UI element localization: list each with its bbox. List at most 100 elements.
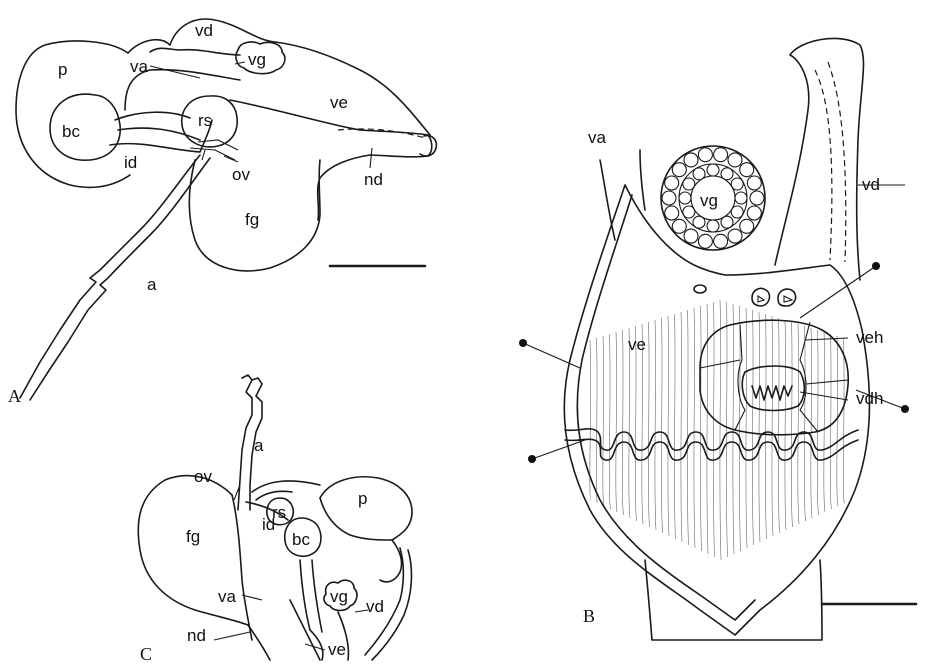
vg-cell <box>693 168 705 180</box>
c-fg-inner <box>232 495 252 640</box>
vg-cell <box>714 234 728 248</box>
striation-line <box>798 324 799 524</box>
vg-cell <box>735 192 747 204</box>
b-vdh <box>742 366 804 411</box>
vg-cell <box>665 206 679 220</box>
c-label-fg: fg <box>186 527 200 546</box>
b-label-va: va <box>588 128 607 147</box>
vg-cell <box>728 229 742 243</box>
vg-cell <box>740 219 754 233</box>
b-veh <box>700 320 848 435</box>
vg-cell <box>721 216 733 228</box>
panel-a: p vd vg va bc rs ve id ov nd fg a A <box>8 19 436 406</box>
c-duct-top <box>252 481 320 500</box>
a-label-id: id <box>124 153 137 172</box>
striation-line <box>726 302 727 557</box>
b-label-ve: ve <box>628 335 646 354</box>
c-label-bc: bc <box>292 530 310 549</box>
vg-cell <box>728 153 742 167</box>
a-label-bc: bc <box>62 122 80 141</box>
vg-cell <box>672 163 686 177</box>
panel-b: va vg vd ve veh vdh B <box>519 38 916 640</box>
striation-line <box>681 312 682 542</box>
c-label-vd: vd <box>366 597 384 616</box>
c-label-a: a <box>254 436 264 455</box>
a-label-ve: ve <box>330 93 348 112</box>
vg-cell <box>683 206 695 218</box>
vg-cell <box>679 192 691 204</box>
striation-line <box>739 306 740 551</box>
vg-cell <box>662 191 676 205</box>
striation-line <box>746 308 747 548</box>
c-label-va: va <box>218 587 237 606</box>
b-top-opening-marks <box>758 296 792 302</box>
vg-cell <box>747 206 761 220</box>
vg-cell <box>707 164 719 176</box>
c-label-nd: nd <box>187 626 206 645</box>
a-label-a: a <box>147 275 157 294</box>
a-bc-sac <box>50 94 120 160</box>
vg-cell <box>684 229 698 243</box>
striation-line <box>674 314 675 539</box>
c-va-duct <box>300 560 322 632</box>
b-vdh-teeth <box>752 386 792 400</box>
striation-line <box>765 314 766 539</box>
a-vd-duct <box>150 48 240 55</box>
a-label-va: va <box>130 57 149 76</box>
striation-line <box>668 316 669 536</box>
a-nd-leader <box>370 148 372 168</box>
panel-b-letter: B <box>583 606 595 626</box>
a-label-ov: ov <box>232 165 250 184</box>
b-base <box>645 560 822 640</box>
striation-line <box>837 336 838 506</box>
vg-cell <box>750 191 764 205</box>
b-label-vd: vd <box>862 175 880 194</box>
striation-line <box>635 326 636 521</box>
a-label-rs: rs <box>198 111 212 130</box>
striation-line <box>830 334 831 509</box>
a-albumen-duct-2 <box>30 158 210 400</box>
striation-line <box>629 328 630 518</box>
c-penis-lower <box>320 498 392 540</box>
striation-line <box>609 334 610 509</box>
striation-line <box>778 318 779 533</box>
b-ve-inner <box>577 195 755 620</box>
vg-cell <box>684 153 698 167</box>
vg-cell <box>698 234 712 248</box>
striation-line <box>804 326 805 521</box>
b-vd-tube <box>775 38 863 280</box>
b-vd-dash-1 <box>815 70 832 260</box>
striation-line <box>752 310 753 545</box>
striation-line <box>759 312 760 542</box>
c-label-ve: ve <box>328 640 346 659</box>
striation-line <box>713 302 714 557</box>
striation-line <box>694 308 695 548</box>
c-label-vg: vg <box>330 587 348 606</box>
striation-line <box>700 306 701 551</box>
striation-line <box>661 318 662 533</box>
a-label-nd: nd <box>364 170 383 189</box>
vg-cell <box>747 176 761 190</box>
vg-cell <box>731 206 743 218</box>
c-label-ov: ov <box>194 467 212 486</box>
striation-line <box>622 330 623 515</box>
vg-cell <box>693 216 705 228</box>
vg-cell <box>698 148 712 162</box>
a-ve-outline <box>230 100 432 220</box>
b-label-vdh: vdh <box>856 389 883 408</box>
panel-c-letter: C <box>140 644 152 664</box>
striation-line <box>648 322 649 527</box>
striation-line <box>720 300 721 560</box>
striation-line <box>603 336 604 506</box>
a-label-vd: vd <box>195 21 213 40</box>
striation-line <box>687 310 688 545</box>
vg-cell <box>683 178 695 190</box>
c-nd-leader <box>214 632 250 640</box>
a-penis-outline <box>16 41 130 187</box>
a-top-outline <box>128 19 430 135</box>
striation-line <box>824 332 825 512</box>
striation-line <box>772 316 773 536</box>
vg-cell <box>672 219 686 233</box>
striation-line <box>655 320 656 530</box>
c-label-p: p <box>358 489 367 508</box>
